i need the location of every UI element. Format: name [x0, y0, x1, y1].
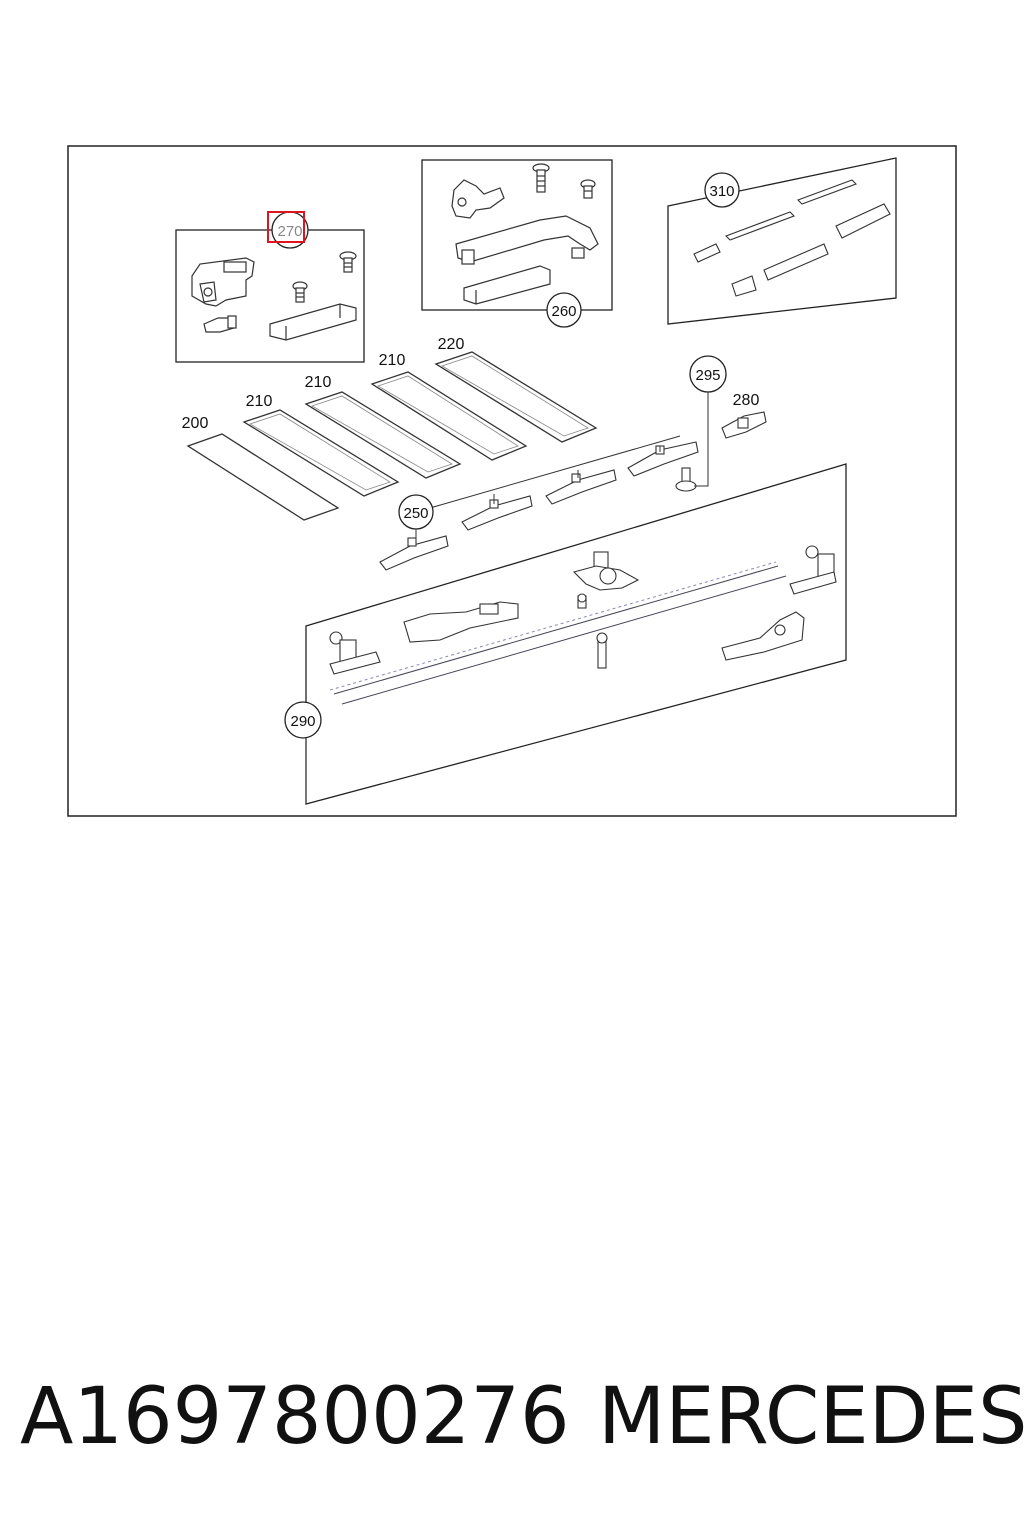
pin-part: [203, 315, 237, 333]
screw-icon: [596, 632, 608, 669]
screw-icon: [580, 179, 596, 199]
slide-arm-part: [403, 601, 519, 643]
label-210[interactable]: 210: [305, 374, 332, 391]
callout-250[interactable]: 250: [398, 494, 434, 530]
callout-295-label: 295: [695, 367, 720, 384]
callout-270-label: 270: [277, 223, 302, 240]
trim-strip-part: [693, 179, 891, 297]
roof-panel-210: [304, 391, 462, 479]
guide-rail-part: [455, 215, 599, 265]
callout-310[interactable]: 310: [704, 172, 740, 208]
label-220[interactable]: 220: [438, 336, 465, 353]
leader-lines-250: [415, 435, 681, 540]
roof-panel-210: [242, 409, 400, 497]
label-200[interactable]: 200: [182, 415, 209, 432]
roof-panel-200: [186, 433, 340, 521]
hinge-assembly-left: [329, 631, 381, 675]
brand-name: MERCEDES: [598, 1372, 1024, 1462]
leader-line-295: [694, 392, 709, 487]
callout-250-label: 250: [403, 505, 428, 522]
group-box-260: [421, 159, 613, 311]
screw-icon: [339, 251, 357, 273]
callout-270[interactable]: 270: [267, 211, 309, 249]
group-box-310: [667, 157, 897, 325]
callout-310-label: 310: [709, 183, 734, 200]
part-number: A1697800276: [20, 1372, 570, 1462]
latch-part: [191, 257, 255, 307]
block-part: [269, 303, 357, 341]
diagram-frame: [67, 145, 957, 817]
guide-rods: [329, 561, 787, 705]
hinge-assembly-right: [789, 545, 837, 595]
block-part: [463, 265, 551, 305]
clip-part-280: [721, 411, 767, 439]
screw-icon: [292, 281, 308, 303]
pivot-arm-part: [721, 611, 805, 661]
center-bracket-part: [572, 551, 640, 609]
roof-panel-220: [434, 351, 598, 443]
callout-295[interactable]: 295: [689, 355, 727, 393]
callout-260-label: 260: [551, 303, 576, 320]
hinge-bracket-part: [451, 179, 505, 219]
callout-290-label: 290: [290, 713, 315, 730]
label-210[interactable]: 210: [246, 393, 273, 410]
roof-panel-210: [370, 371, 528, 461]
label-210[interactable]: 210: [379, 352, 406, 369]
hinge-part-250: [379, 441, 699, 571]
screw-icon: [532, 163, 550, 193]
group-box-270: [175, 229, 365, 363]
callout-260[interactable]: 260: [546, 292, 582, 328]
label-280[interactable]: 280: [733, 392, 760, 409]
callout-290[interactable]: 290: [284, 701, 322, 739]
bolt-part-295: [675, 467, 697, 492]
